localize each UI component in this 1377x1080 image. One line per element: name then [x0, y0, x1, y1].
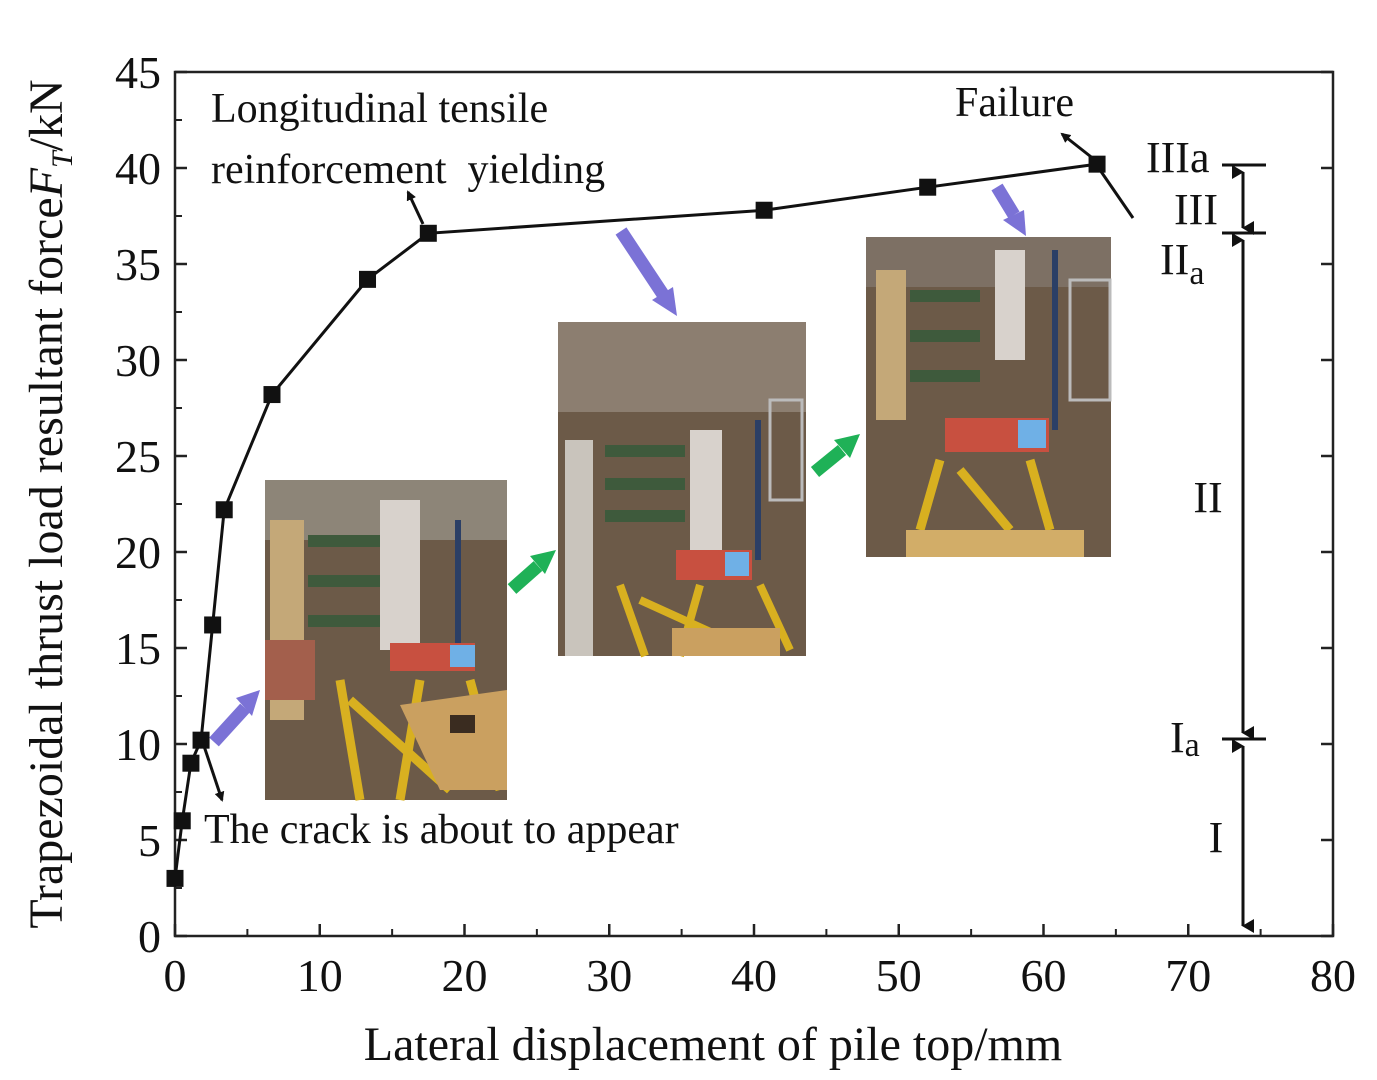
annotation-yield-line2: reinforcement yielding — [211, 147, 605, 193]
y-tick-label: 45 — [115, 47, 161, 98]
y-axis-label-symbol: F — [20, 167, 73, 198]
x-axis-label: Lateral displacement of pile top/mm — [364, 1018, 1062, 1071]
failure-tail-line — [1098, 169, 1135, 219]
x-tick-label: 10 — [297, 950, 343, 1001]
y-axis-label-unit: /kN — [20, 79, 73, 151]
green-arrow-photo-1-to-2 — [507, 550, 556, 594]
yield-pointer-arrow — [406, 190, 425, 225]
series-points — [166, 155, 1106, 887]
blue-arrow-to-photo-3 — [991, 183, 1026, 236]
y-tick-label: 15 — [115, 623, 161, 674]
stage-label-IIIa: IIIa — [1146, 133, 1210, 182]
y-tick-label: 35 — [115, 239, 161, 290]
data-point — [192, 731, 210, 749]
crack-pointer-arrow — [202, 745, 225, 802]
test-photo-3 — [866, 237, 1112, 557]
test-photo-2 — [558, 322, 806, 658]
y-tick-label: 10 — [115, 719, 161, 770]
x-tick-label: 20 — [442, 950, 488, 1001]
data-point — [182, 754, 200, 772]
data-point — [263, 386, 281, 404]
data-point — [919, 178, 937, 196]
x-tick-label: 40 — [731, 950, 777, 1001]
data-point — [359, 270, 377, 288]
x-tick-label: 60 — [1021, 950, 1067, 1001]
x-tick-label: 70 — [1165, 950, 1211, 1001]
stage-label-III: III — [1174, 185, 1218, 234]
data-point — [173, 812, 191, 830]
x-tick-label: 0 — [164, 950, 187, 1001]
y-tick-label: 40 — [115, 143, 161, 194]
data-point — [755, 201, 773, 219]
x-tick-label: 50 — [876, 950, 922, 1001]
series-line — [173, 162, 1098, 879]
y-tick-label: 0 — [138, 911, 161, 962]
y-axis-label-subscript: T — [46, 149, 79, 168]
stage-label-IIa: IIa — [1160, 235, 1204, 292]
data-point — [215, 501, 233, 519]
x-axis-ticks: 0 10 20 30 40 50 60 70 80 — [164, 924, 1356, 1001]
data-point — [419, 224, 437, 242]
annotation-failure: Failure — [955, 80, 1074, 126]
x-tick-label: 80 — [1310, 950, 1356, 1001]
test-photo-1 — [265, 480, 507, 801]
y-tick-label: 25 — [115, 431, 161, 482]
blue-arrow-to-photo-2 — [615, 227, 677, 316]
x-tick-label: 30 — [586, 950, 632, 1001]
y-axis-label: Trapezoidal thrust load resultant forceF… — [20, 79, 79, 928]
stage-bars — [1222, 163, 1266, 933]
failure-pointer-arrow — [1060, 132, 1096, 162]
annotation-yield-line1: Longitudinal tensile — [211, 86, 548, 132]
y-axis-label-main: Trapezoidal thrust load resultant force — [20, 197, 73, 928]
blue-arrow-to-photo-1 — [209, 690, 260, 747]
y-tick-label: 5 — [138, 815, 161, 866]
stage-label-II: II — [1193, 473, 1222, 522]
data-point — [166, 869, 184, 887]
y-tick-label: 20 — [115, 527, 161, 578]
y-tick-label: 30 — [115, 335, 161, 386]
stage-label-I: I — [1209, 813, 1224, 862]
y-axis-ticks: 0 5 10 15 20 25 30 35 40 45 — [115, 47, 1333, 962]
green-arrow-photo-2-to-3 — [810, 434, 860, 478]
data-point — [204, 616, 222, 634]
annotation-crack: The crack is about to appear — [204, 807, 679, 853]
stage-label-Ia: Ia — [1170, 713, 1200, 764]
